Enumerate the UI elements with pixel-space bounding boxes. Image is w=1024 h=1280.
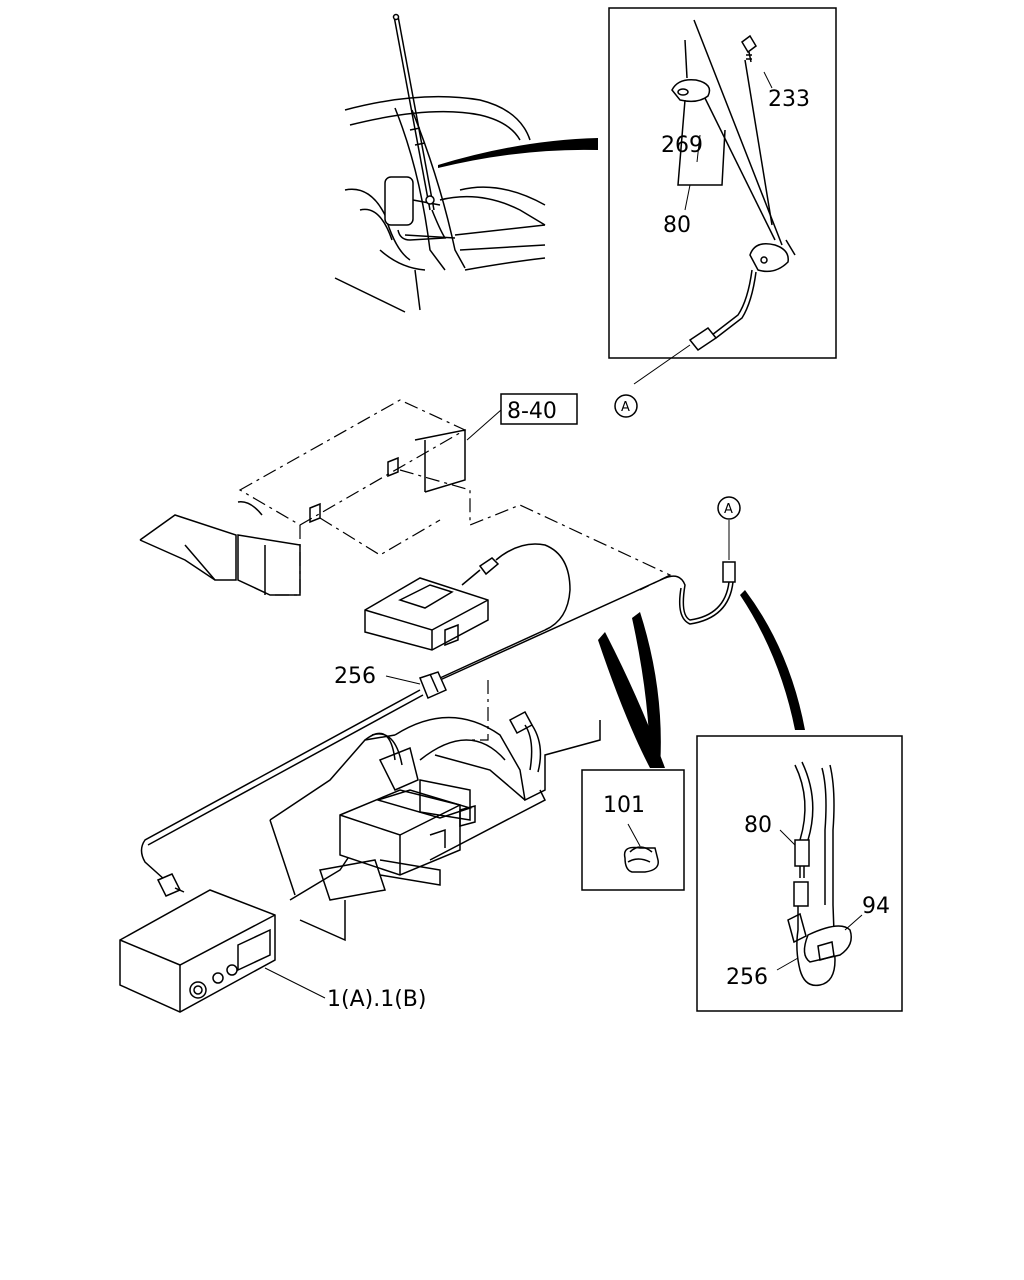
label-233: 233 — [768, 87, 810, 112]
pointer-wedge-top — [438, 138, 598, 168]
pointer-wedge-256-inset — [740, 590, 805, 730]
circle-a-top — [614, 394, 638, 418]
label-1a-1b: 1(A).1(B) — [327, 987, 426, 1012]
vehicle-pillar-view — [334, 13, 546, 313]
pointer-wedge-101b — [632, 612, 661, 768]
circle-a-mid-label: A — [724, 502, 733, 517]
console-assembly — [139, 399, 672, 942]
circle-a-top-label: A — [621, 400, 630, 415]
cable-clip-inset — [696, 735, 903, 1012]
antenna-detail-inset — [608, 7, 837, 385]
reference-box-label: 8-40 — [507, 399, 557, 424]
label-101: 101 — [603, 793, 645, 818]
label-269: 269 — [661, 133, 703, 158]
pointer-wedge-101 — [598, 632, 665, 768]
label-80-top: 80 — [663, 213, 691, 238]
label-80-inset: 80 — [744, 813, 772, 838]
reference-box — [500, 393, 578, 425]
clip-101-inset — [581, 769, 685, 891]
label-94: 94 — [862, 894, 890, 919]
circle-a-mid — [717, 496, 741, 520]
label-256-inset: 256 — [726, 965, 768, 990]
label-256-main: 256 — [334, 664, 376, 689]
radio-unit — [119, 889, 326, 1013]
clip-256 — [419, 671, 447, 700]
